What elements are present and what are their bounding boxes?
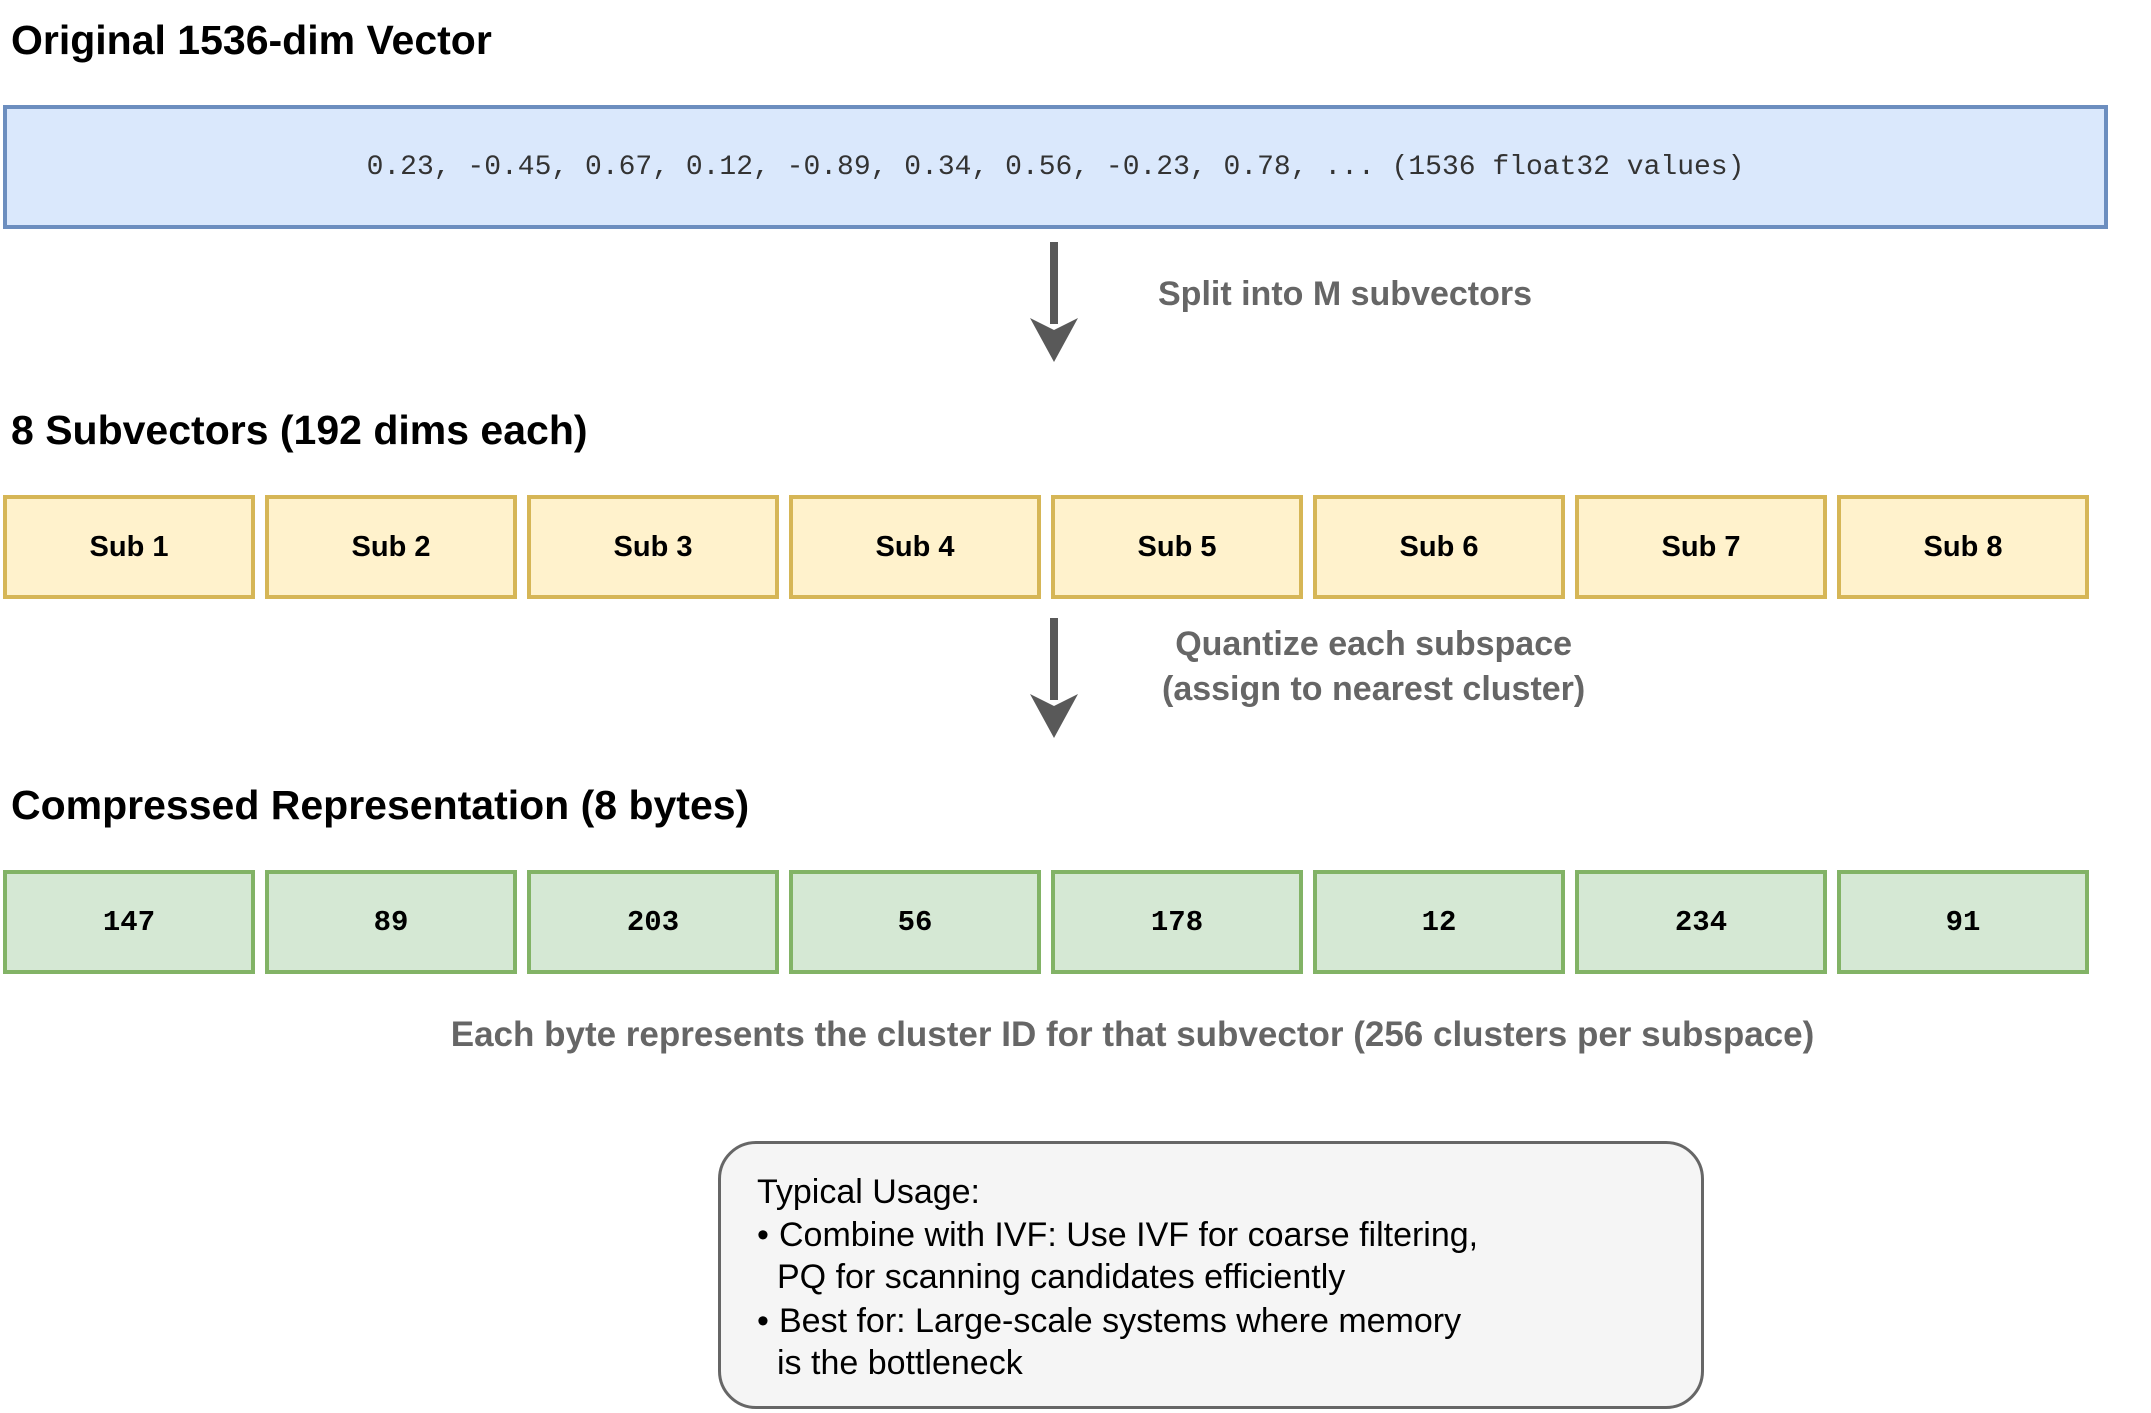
subvector-row: Sub 1 Sub 2 Sub 3 Sub 4 Sub 5 Sub 6 Sub … [3, 495, 2089, 599]
original-vector-values: 0.23, -0.45, 0.67, 0.12, -0.89, 0.34, 0.… [366, 151, 1745, 183]
cluster-code: 91 [1837, 870, 2089, 974]
split-arrow [1030, 242, 1078, 362]
usage-box: Typical Usage: • Combine with IVF: Use IV… [718, 1141, 1704, 1409]
split-label: Split into M subvectors [1158, 275, 1533, 313]
usage-bullet-line: Best for: Large-scale systems where memo… [779, 1302, 1462, 1340]
cluster-code: 12 [1313, 870, 1565, 974]
code-row: 147 89 203 56 178 12 234 91 [3, 870, 2089, 974]
subvector-box: Sub 5 [1051, 495, 1303, 599]
quantize-label-line2: (assign to nearest cluster) [1162, 670, 1586, 708]
cluster-code: 147 [3, 870, 255, 974]
quantize-label-line1: Quantize each subspace [1175, 625, 1573, 663]
bullet-glyph: • [757, 1216, 769, 1254]
subvector-box: Sub 6 [1313, 495, 1565, 599]
original-vector-heading: Original 1536-dim Vector [11, 17, 492, 63]
cluster-code: 178 [1051, 870, 1303, 974]
usage-bullet: • Combine with IVF: Use IVF for coarse fi… [757, 1214, 1665, 1298]
usage-title: Typical Usage: [757, 1173, 980, 1211]
cluster-code: 56 [789, 870, 1041, 974]
compressed-caption: Each byte represents the cluster ID for … [450, 1015, 1815, 1054]
quantize-arrow [1030, 618, 1078, 738]
subvector-box: Sub 7 [1575, 495, 1827, 599]
subvector-box: Sub 4 [789, 495, 1041, 599]
bullet-glyph: • [757, 1302, 769, 1340]
cluster-code: 234 [1575, 870, 1827, 974]
subvector-box: Sub 2 [265, 495, 517, 599]
cluster-code: 203 [527, 870, 779, 974]
quantize-label: Quantize each subspace (assign to neares… [1162, 622, 1585, 712]
usage-bullet-line: Combine with IVF: Use IVF for coarse fil… [779, 1216, 1479, 1254]
usage-bullet-line: is the bottleneck [777, 1344, 1023, 1382]
usage-bullet-line: PQ for scanning candidates efficiently [777, 1258, 1346, 1296]
usage-bullet: • Best for: Large-scale systems where mem… [757, 1300, 1665, 1384]
original-vector-box: 0.23, -0.45, 0.67, 0.12, -0.89, 0.34, 0.… [3, 105, 2108, 229]
subvectors-heading: 8 Subvectors (192 dims each) [11, 407, 588, 453]
subvector-box: Sub 1 [3, 495, 255, 599]
cluster-code: 89 [265, 870, 517, 974]
subvector-box: Sub 3 [527, 495, 779, 599]
subvector-box: Sub 8 [1837, 495, 2089, 599]
compressed-heading: Compressed Representation (8 bytes) [11, 782, 750, 828]
